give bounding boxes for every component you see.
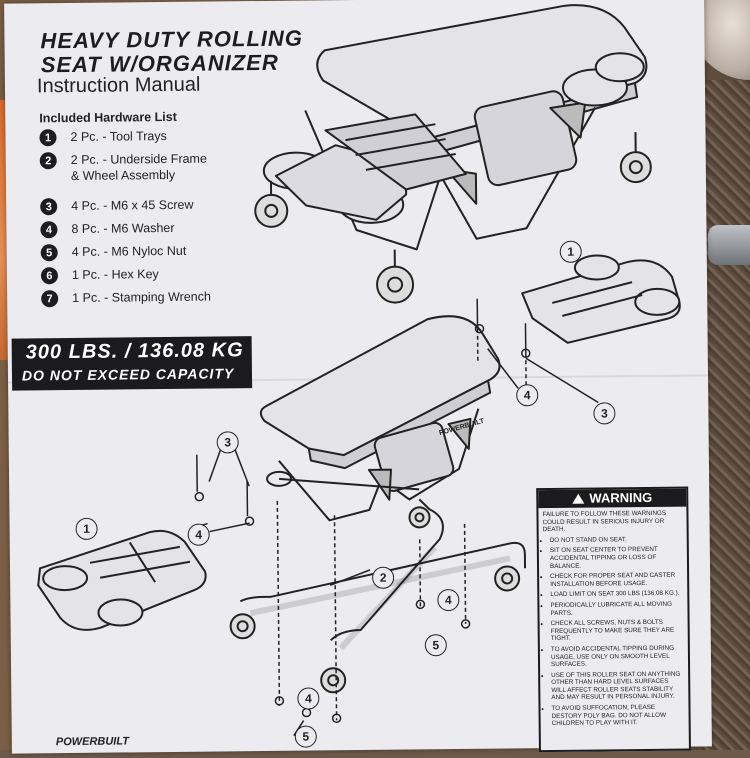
warning-heading: WARNING <box>589 490 652 506</box>
tool-tray-illustration <box>38 530 207 630</box>
callout-nut: 5 <box>425 634 447 656</box>
callout-washer: 4 <box>516 384 538 406</box>
warning-item: LOAD LIMIT ON SEAT 300 LBS (136.08 KG.). <box>550 590 683 599</box>
callout-tool-tray: 1 <box>560 241 582 263</box>
warning-list: DO NOT STAND ON SEAT. SIT ON SEAT CENTER… <box>543 535 685 728</box>
callout-screw: 3 <box>217 431 239 453</box>
warning-item: DO NOT STAND ON SEAT. <box>550 535 683 544</box>
warning-header: WARNING <box>538 489 686 509</box>
warning-item: TO AVOID ACCIDENTAL TIPPING DURING USAGE… <box>551 645 684 669</box>
warning-item: PERIODICALLY LUBRICATE ALL MOVING PARTS. <box>550 601 683 618</box>
metal-rod <box>708 225 750 265</box>
callout-washer: 4 <box>188 524 210 546</box>
callout-washer: 4 <box>437 589 459 611</box>
warning-intro: FAILURE TO FOLLOW THESE WARNINGS COULD R… <box>542 510 682 534</box>
callout-washer: 4 <box>297 687 319 709</box>
frame-illustration <box>229 498 526 693</box>
seat-top-illustration <box>260 316 501 521</box>
warning-item: SIT ON SEAT CENTER TO PREVENT ACCIDENTAL… <box>550 546 683 570</box>
warning-item: TO AVOID SUFFOCATION, PLEASE DESTORY POL… <box>551 704 684 728</box>
warning-body: FAILURE TO FOLLOW THESE WARNINGS COULD R… <box>538 507 688 734</box>
callout-nut: 5 <box>295 725 317 747</box>
callout-screw: 3 <box>593 402 615 424</box>
tool-tray-illustration <box>522 255 680 344</box>
instruction-sheet: HEAVY DUTY ROLLING SEAT W/ORGANIZER Inst… <box>4 0 712 754</box>
warning-item: CHECK FOR PROPER SEAT AND CASTER INSTALL… <box>550 572 683 589</box>
warning-item: CHECK ALL SCREWS, NUTS & BOLTS FREQUENTL… <box>551 619 684 643</box>
warning-triangle-icon <box>572 494 584 504</box>
warning-box: WARNING FAILURE TO FOLLOW THESE WARNINGS… <box>536 487 691 753</box>
warning-item: USE OF THIS ROLLER SEAT ON ANYTHING OTHE… <box>551 670 684 702</box>
brand-logo: POWERBUILT <box>56 735 129 748</box>
callout-frame: 2 <box>372 567 394 589</box>
callout-tool-tray: 1 <box>75 518 97 540</box>
